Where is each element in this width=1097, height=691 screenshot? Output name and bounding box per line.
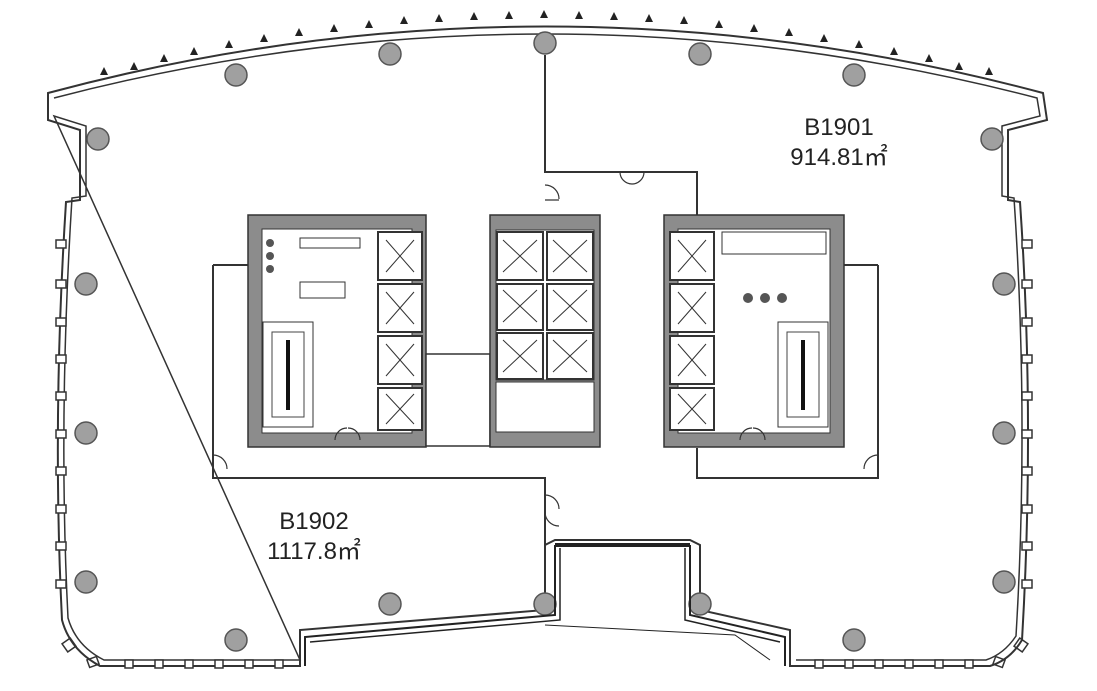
corner-details — [60, 636, 1030, 669]
unit-id: B1901 — [804, 114, 874, 141]
outer-wall — [47, 25, 1049, 667]
door-swings — [212, 171, 879, 527]
unit-id: B1902 — [279, 508, 349, 535]
core-right — [663, 214, 845, 448]
demising-walls — [212, 55, 879, 545]
core-center — [425, 214, 601, 448]
core-left — [247, 214, 427, 448]
side-mullions — [55, 239, 1033, 669]
unit-area: 1117.8㎡ — [267, 538, 361, 565]
unit-label-b1902: B1902 1117.8㎡ — [254, 507, 374, 567]
unit-area: 914.81㎡ — [790, 144, 888, 171]
south-entrance — [304, 543, 786, 666]
unit-label-b1901: B1901 914.81㎡ — [784, 113, 894, 173]
